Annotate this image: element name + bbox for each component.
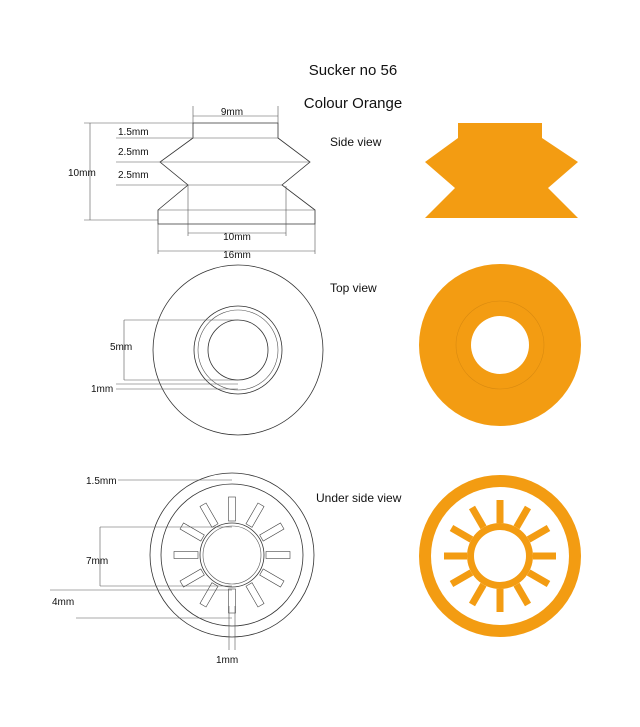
- under-orange-rib: [533, 552, 556, 560]
- under-orange-rib: [526, 569, 551, 588]
- under-rib: [179, 522, 205, 542]
- side-view-drawing: [84, 106, 316, 254]
- dim-lower-cone: 2.5mm: [118, 170, 149, 181]
- under-orange-rib: [468, 505, 487, 530]
- top-view-orange: [419, 264, 581, 426]
- top-view-label: Top view: [330, 281, 377, 295]
- under-view-orange-ribs: [444, 500, 556, 612]
- under-rib: [259, 568, 285, 588]
- dim-height: 10mm: [68, 168, 96, 179]
- sheet-subtitle: Colour Orange: [304, 95, 402, 112]
- under-rib: [259, 522, 285, 542]
- under-rib: [245, 582, 265, 608]
- under-orange-rib: [496, 500, 504, 523]
- under-rib: [199, 582, 219, 608]
- top-view-drawing: [116, 264, 324, 436]
- under-view-drawing: [50, 472, 315, 650]
- under-rib: [173, 551, 199, 559]
- under-view-label: Under side view: [316, 491, 402, 505]
- side-view-label: Side view: [330, 135, 382, 149]
- under-view-ribs: [173, 496, 291, 614]
- dim-top-width: 9mm: [221, 107, 243, 118]
- under-orange-rib: [526, 524, 551, 543]
- under-rib: [179, 568, 205, 588]
- dim-inner-base: 10mm: [223, 232, 251, 243]
- dim-upper-cone: 2.5mm: [118, 147, 149, 158]
- under-orange-rib: [513, 582, 532, 607]
- under-orange-rib: [444, 552, 467, 560]
- under-orange-rib: [513, 505, 532, 530]
- under-rib: [199, 502, 219, 528]
- under-view-orange: [419, 475, 581, 637]
- dim-ring-offset: 4mm: [52, 597, 74, 608]
- dim-rib: 1mm: [216, 655, 238, 666]
- under-orange-rib: [468, 582, 487, 607]
- dim-wall: 1mm: [91, 384, 113, 395]
- side-view-orange: [425, 123, 578, 218]
- dim-rim: 1.5mm: [86, 476, 117, 487]
- under-rib: [228, 588, 236, 614]
- dim-hole: 5mm: [110, 342, 132, 353]
- under-orange-rib: [449, 524, 474, 543]
- under-rib: [245, 502, 265, 528]
- under-rib: [265, 551, 291, 559]
- dim-outer-base: 16mm: [223, 250, 251, 261]
- dim-inner-ring: 7mm: [86, 556, 108, 567]
- under-rib: [228, 496, 236, 522]
- under-orange-rib: [449, 569, 474, 588]
- sheet-title: Sucker no 56: [309, 62, 397, 79]
- under-orange-rib: [496, 589, 504, 612]
- dim-top-step: 1.5mm: [118, 127, 149, 138]
